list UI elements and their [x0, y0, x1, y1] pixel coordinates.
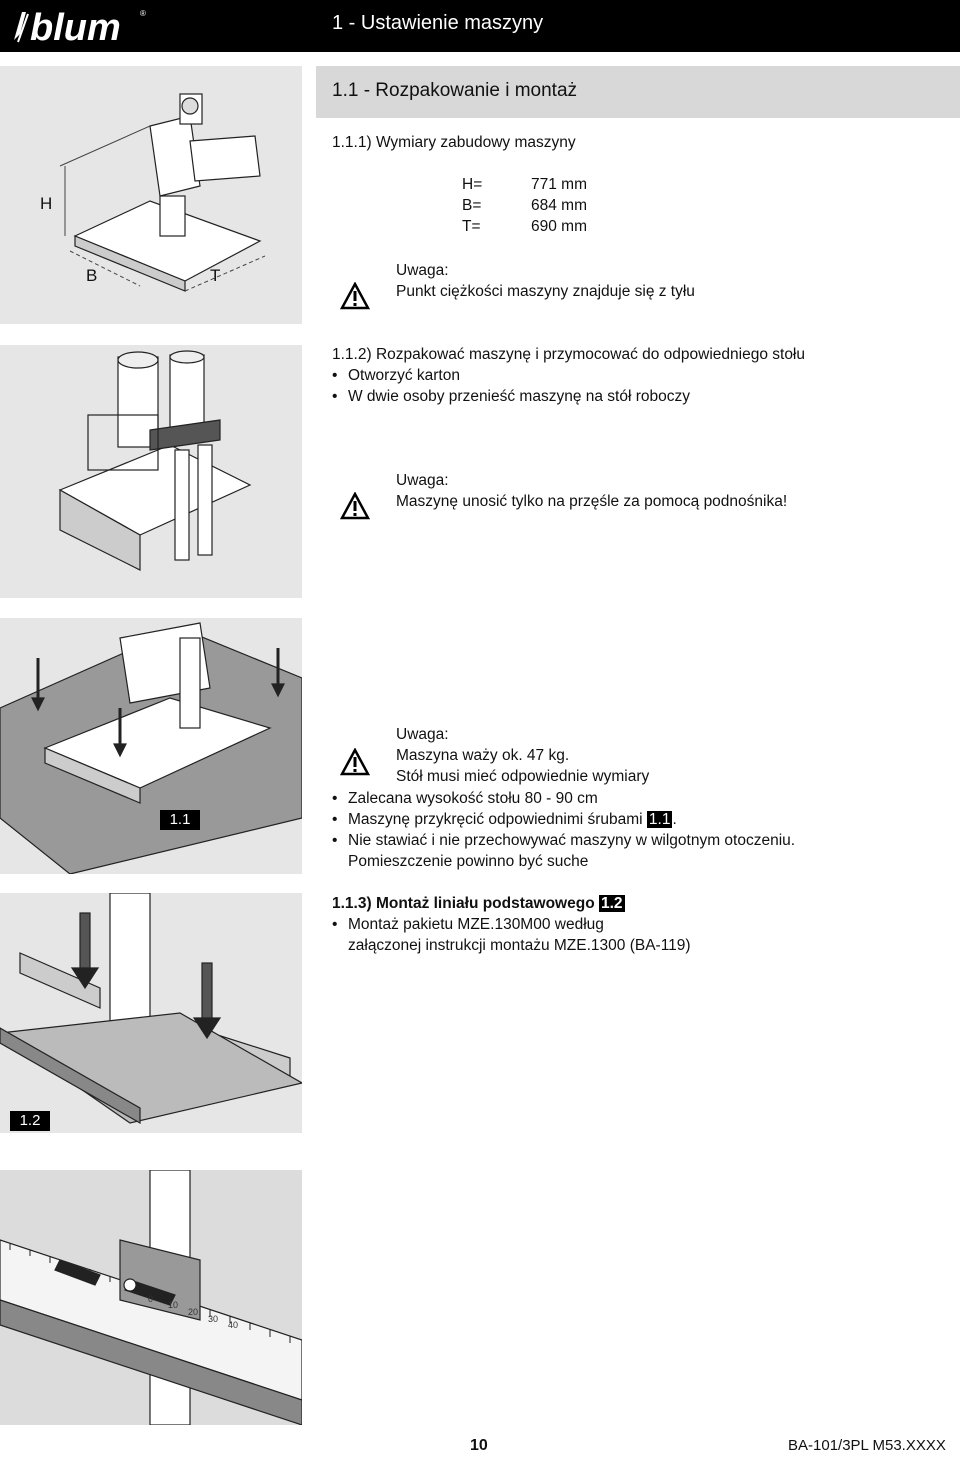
blum-logo: blum ® [14, 7, 146, 48]
warning-text-1: Punkt ciężkości maszyny znajduje się z t… [396, 283, 695, 300]
bullet-table-height: Zalecana wysokość stołu 80 - 90 cm [332, 790, 598, 808]
figure-label-1-1: 1.1 [160, 810, 200, 830]
table-size-line: Stół musi mieć odpowiednie wymiary [396, 768, 650, 785]
dim-t-key: T= [462, 218, 481, 235]
figure-1-2: 1.2 [0, 893, 302, 1133]
bullet-mze: Montaż pakietu MZE.130M00 według [332, 916, 604, 934]
humidity-continued: Pomieszczenie powinno być suche [348, 853, 589, 870]
heading-112: 1.1.2) Rozpakować maszynę i przymocować … [332, 346, 805, 363]
warning-icon [340, 282, 370, 310]
scale-detail-illustration: 0 10 20 30 40 [0, 1170, 302, 1425]
dim-t-label: T [210, 266, 221, 285]
scale-tick-0: 0 [148, 1294, 153, 1304]
section-bar [316, 66, 960, 118]
scale-tick-20: 20 [188, 1307, 198, 1317]
section-title: 1.1 - Rozpakowanie i montaż [332, 80, 578, 101]
scale-tick-40: 40 [228, 1320, 238, 1330]
mze-continued: załączonej instrukcji montażu MZE.1300 (… [348, 937, 691, 954]
figure-1-1: 1.1 [0, 618, 302, 874]
fence-mounting-illustration [0, 893, 302, 1125]
dim-b-value: 684 mm [531, 197, 587, 214]
dim-t-value: 690 mm [531, 218, 587, 235]
ref-badge-1-2: 1.2 [598, 895, 625, 912]
dim-h-key: H= [462, 176, 483, 193]
figure-scale-detail: 0 10 20 30 40 [0, 1170, 302, 1425]
figure-label-1-2: 1.2 [10, 1111, 50, 1131]
dim-h-label: H [40, 194, 53, 213]
table-mounting-illustration [0, 622, 302, 874]
warning-icon [340, 492, 370, 520]
ref-badge-1-1: 1.1 [646, 811, 673, 828]
dim-b-label: B [86, 266, 98, 285]
scale-tick-10: 10 [168, 1300, 178, 1310]
bullet-screws: Maszynę przykręcić odpowiednimi śrubami … [332, 811, 677, 829]
warning-title-3: Uwaga: [396, 726, 449, 743]
page-title: 1 - Ustawienie maszyny [332, 12, 544, 34]
bullet-two-people: W dwie osoby przenieść maszynę na stół r… [332, 388, 690, 406]
warning-title-1: Uwaga: [396, 262, 449, 279]
logo-text: blum [30, 7, 121, 48]
header-bar [0, 0, 960, 52]
dim-h-value: 771 mm [531, 176, 587, 193]
warning-text-2: Maszynę unosić tylko na przęśle za pomoc… [396, 493, 788, 510]
heading-111: 1.1.1) Wymiary zabudowy maszyny [332, 134, 576, 151]
warning-icon [340, 748, 370, 776]
bullet-humidity: Nie stawiać i nie przechowywać maszyny w… [332, 832, 795, 850]
warning-title-2: Uwaga: [396, 472, 449, 489]
scale-ticks [9, 1243, 291, 1343]
machine-dimension-illustration [59, 93, 266, 292]
machine-unpack-illustration [58, 350, 252, 571]
doc-code: BA-101/3PL M53.XXXX [788, 1437, 946, 1454]
figure-dimensions: H B T [0, 66, 302, 324]
svg-text:®: ® [140, 9, 146, 18]
heading-113: 1.1.3) Montaż liniału podstawowego 1.2 [332, 895, 625, 912]
dim-b-key: B= [462, 197, 482, 214]
weight-line: Maszyna waży ok. 47 kg. [396, 747, 570, 764]
bullet-open-box: Otworzyć karton [332, 367, 460, 385]
page-number: 10 [470, 1437, 488, 1454]
scale-tick-30: 30 [208, 1314, 218, 1324]
figure-unpack [0, 345, 302, 598]
